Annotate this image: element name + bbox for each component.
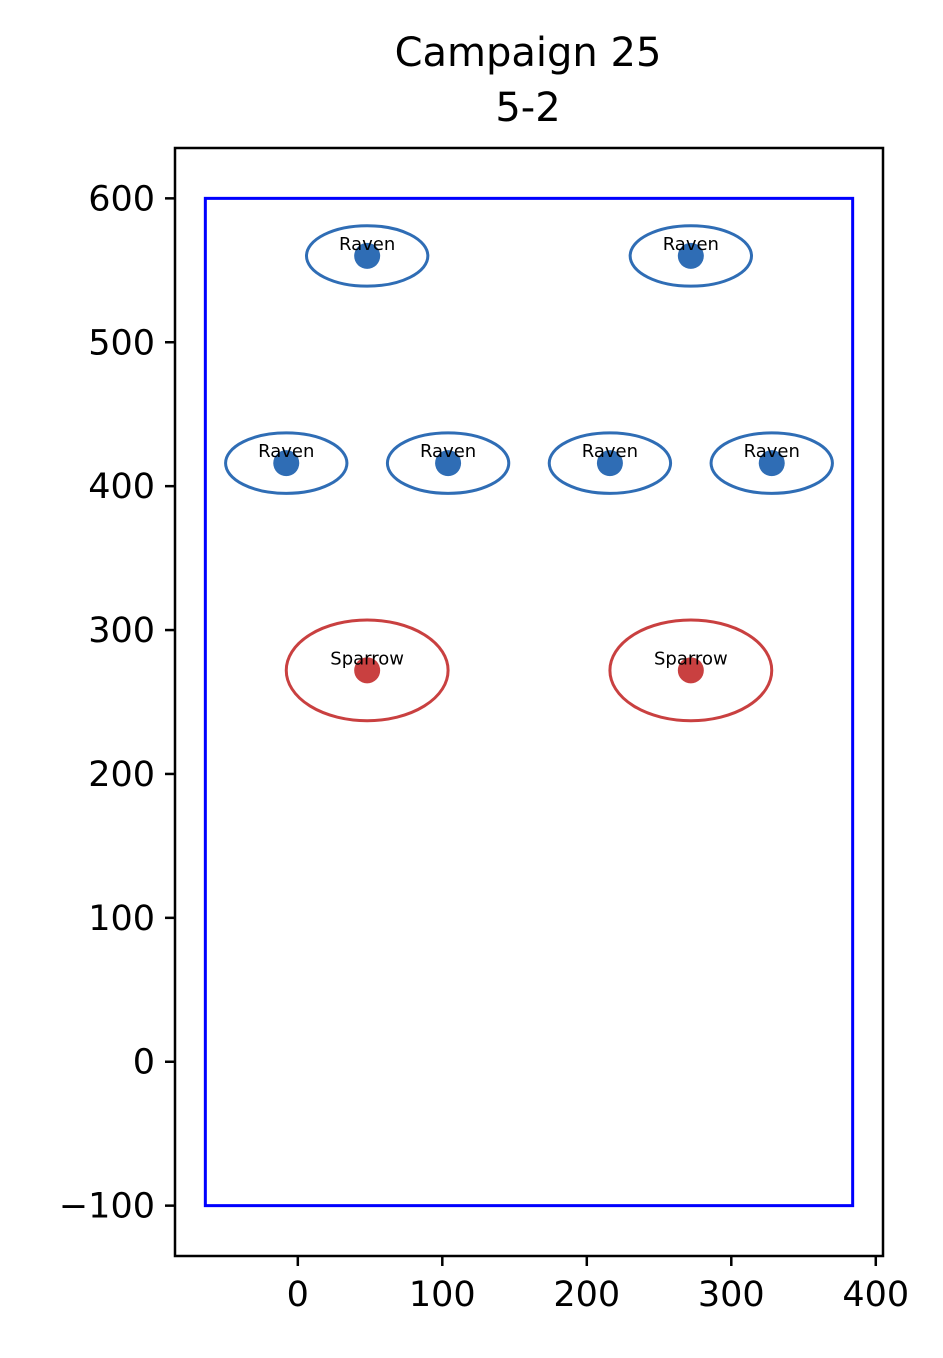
data-point bbox=[435, 450, 462, 477]
x-tick-label: 400 bbox=[842, 1275, 909, 1315]
point-label: Raven bbox=[582, 441, 638, 462]
y-tick-label: 400 bbox=[88, 467, 155, 507]
x-tick-label: 300 bbox=[698, 1275, 765, 1315]
y-tick-label: −100 bbox=[59, 1187, 155, 1227]
y-tick-label: 200 bbox=[88, 755, 155, 795]
range-ellipse bbox=[385, 431, 511, 495]
range-ellipse bbox=[304, 224, 430, 288]
y-tick-label: 100 bbox=[88, 899, 155, 939]
y-tick-label: 600 bbox=[88, 179, 155, 219]
y-tick-label: 500 bbox=[88, 323, 155, 363]
range-ellipse bbox=[608, 618, 774, 723]
point-label: Sparrow bbox=[330, 648, 404, 669]
data-point bbox=[354, 242, 381, 269]
chart-title-line-2: 5-2 bbox=[495, 85, 560, 131]
data-point bbox=[273, 450, 300, 477]
data-point bbox=[677, 242, 704, 269]
data-point bbox=[596, 450, 623, 477]
y-tick-label: 0 bbox=[133, 1043, 155, 1083]
point-label: Raven bbox=[420, 441, 476, 462]
point-label: Raven bbox=[339, 234, 395, 255]
point-label: Sparrow bbox=[654, 648, 728, 669]
point-label: Raven bbox=[744, 441, 800, 462]
point-label: Raven bbox=[258, 441, 314, 462]
data-point bbox=[354, 657, 381, 684]
x-tick-label: 100 bbox=[409, 1275, 476, 1315]
point-label: Raven bbox=[663, 234, 719, 255]
chart-title-line-1: Campaign 25 bbox=[395, 30, 662, 76]
range-ellipse bbox=[547, 431, 673, 495]
range-ellipse bbox=[628, 224, 754, 288]
x-tick-label: 0 bbox=[287, 1275, 309, 1315]
range-ellipse bbox=[709, 431, 834, 495]
range-ellipse bbox=[284, 618, 450, 723]
x-tick-label: 200 bbox=[553, 1275, 620, 1315]
data-point bbox=[758, 450, 785, 477]
y-tick-label: 300 bbox=[88, 611, 155, 651]
data-point bbox=[677, 657, 704, 684]
axes-frame bbox=[173, 146, 885, 1258]
boundary-rect bbox=[203, 196, 855, 1208]
range-ellipse bbox=[224, 431, 349, 495]
